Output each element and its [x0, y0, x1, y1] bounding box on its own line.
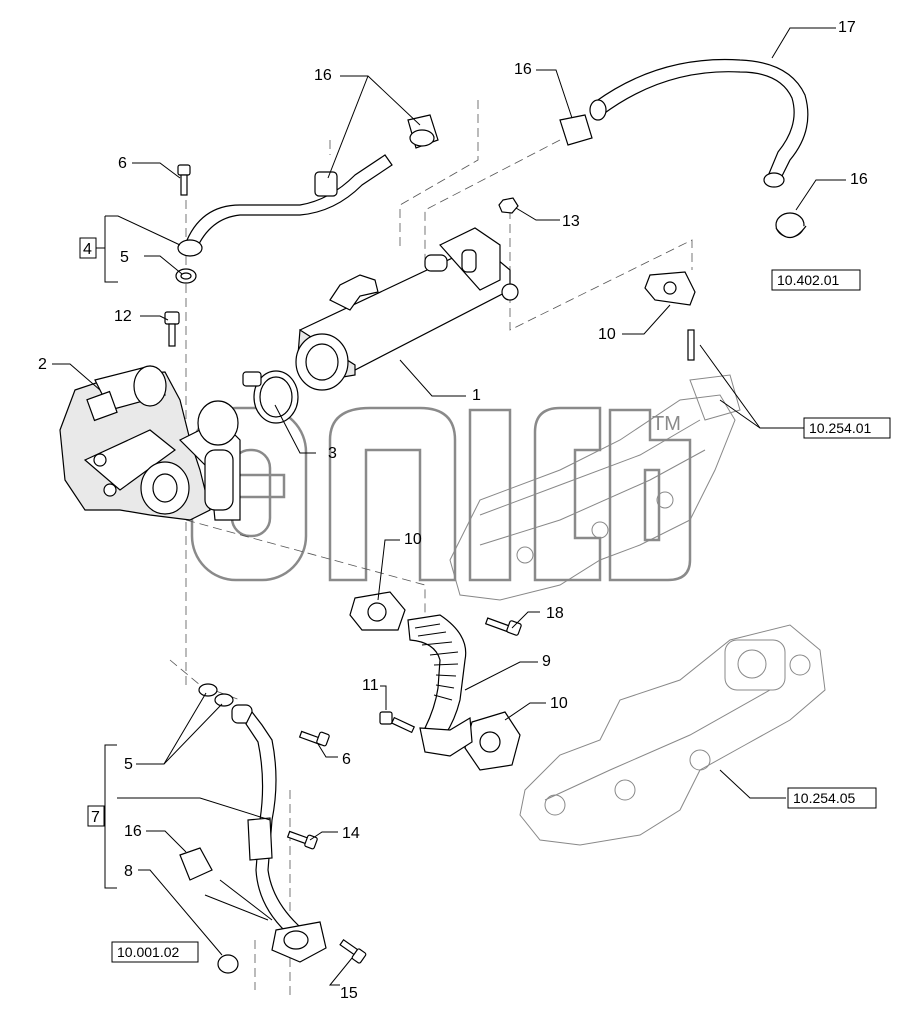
- corrugated-pipe: [407, 614, 473, 757]
- leader-lines: [52, 27, 846, 986]
- callout-16-top-mid: 16: [514, 61, 532, 78]
- callout-labels: 17 16 16 16 6 13 5 10 12 2 1 3 10 18 9 1…: [38, 19, 868, 1002]
- ref-box-10-001-02: 10.001.02: [111, 941, 199, 963]
- bolts-and-gaskets: [164, 164, 696, 974]
- callout-16-top-left: 16: [314, 67, 332, 84]
- callout-3: 3: [328, 445, 337, 462]
- lower-egr-tube: [231, 704, 327, 963]
- assembly-dashed-lines: [169, 100, 693, 1000]
- svg-text:10.402.01: 10.402.01: [777, 272, 839, 288]
- callout-16-right: 16: [850, 171, 868, 188]
- callout-6-top: 6: [118, 155, 127, 172]
- callout-5-lower: 5: [124, 756, 133, 773]
- callout-10-lower: 10: [550, 695, 568, 712]
- svg-text:10.254.01: 10.254.01: [809, 420, 871, 436]
- svg-text:10.254.05: 10.254.05: [793, 790, 855, 806]
- svg-text:4: 4: [83, 241, 92, 258]
- egr-cooler: [295, 227, 519, 391]
- ref-box-10-402-01: 10.402.01: [771, 269, 861, 291]
- callout-16-lower: 16: [124, 823, 142, 840]
- ref-box-10-254-01: 10.254.01: [803, 417, 891, 439]
- watermark-tm: TM: [652, 413, 681, 435]
- callout-10-top-right: 10: [598, 326, 616, 343]
- coolant-hose-17: [559, 58, 809, 239]
- callout-17: 17: [838, 19, 856, 36]
- callout-2: 2: [38, 356, 47, 373]
- callout-13: 13: [562, 213, 580, 230]
- callout-9: 9: [542, 653, 551, 670]
- callout-5-top: 5: [120, 249, 129, 266]
- callout-10-middle: 10: [404, 531, 422, 548]
- callout-15: 15: [340, 985, 358, 1002]
- upper-coolant-pipe: [177, 114, 439, 257]
- svg-text:7: 7: [91, 809, 100, 826]
- callout-1: 1: [472, 387, 481, 404]
- callout-18: 18: [546, 605, 564, 622]
- egr-valve: [59, 365, 241, 521]
- watermark-logo: TM: [190, 406, 692, 582]
- exhaust-manifold-upper: [449, 374, 741, 601]
- callout-14: 14: [342, 825, 360, 842]
- boxed-callout-4: 4: [79, 237, 105, 259]
- exhaust-manifold-lower: [519, 624, 826, 846]
- callout-12: 12: [114, 308, 132, 325]
- callout-11: 11: [362, 677, 379, 694]
- ref-box-10-254-05: 10.254.05: [787, 787, 877, 809]
- clamp-ring: [242, 370, 299, 424]
- boxed-callout-7: 7: [87, 805, 105, 827]
- callout-6-lower: 6: [342, 751, 351, 768]
- svg-text:10.001.02: 10.001.02: [117, 944, 179, 960]
- callout-8: 8: [124, 863, 133, 880]
